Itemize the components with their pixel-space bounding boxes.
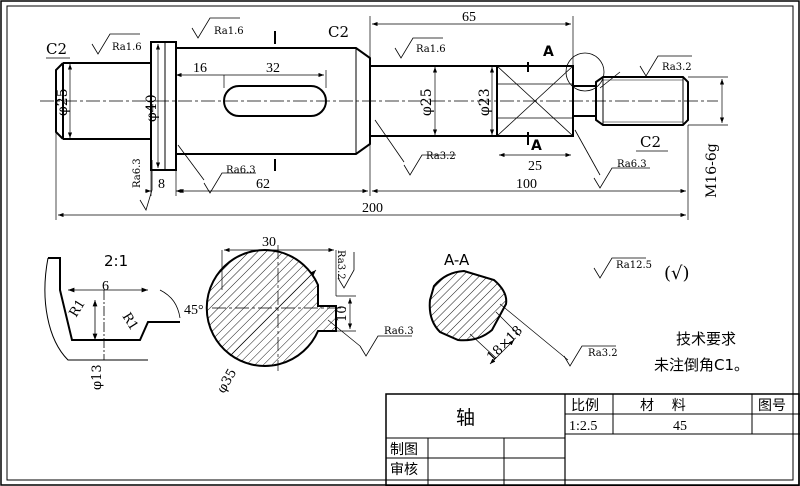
detail-diameter: φ13 (90, 364, 105, 390)
roughness-mid-shaft: Ra1.6 (416, 44, 446, 55)
dim-square-length: 25 (528, 159, 542, 174)
roughness-flange-face: Ra6.3 (226, 165, 256, 176)
dia-flange-label: φ40 (144, 94, 160, 122)
square-section (496, 65, 574, 137)
dia-left-label: φ25 (55, 88, 71, 116)
section-aa-roughness: Ra3.2 (588, 348, 618, 359)
chamfer-right-label: C2 (640, 133, 661, 151)
inner-border (6, 5, 794, 481)
dim-keyway-offset: 16 (193, 61, 207, 76)
dim-keyway-length: 32 (266, 61, 280, 76)
large-section-outline (176, 47, 371, 155)
mid-shaft-outline (370, 65, 497, 137)
keyway-slot (223, 85, 327, 117)
scale-label: 比例 (571, 398, 599, 414)
keyway-section (205, 245, 412, 371)
detail-width: 6 (102, 279, 109, 294)
requirements-text: 未注倒角C1。 (654, 356, 749, 374)
keyway-depth: 10 (335, 305, 350, 322)
detail-angle: 45° (184, 303, 204, 318)
material-value: 45 (673, 419, 687, 434)
flange-outline (150, 41, 177, 171)
scale-value: 1:2.5 (569, 419, 597, 434)
chamfer-left-label: C2 (46, 40, 67, 58)
section-aa-shape (428, 269, 508, 342)
shaft-main-view (40, 31, 718, 171)
check-mark: (√) (664, 263, 690, 284)
section-aa-title: A-A (444, 251, 470, 269)
dim-flange-width: 8 (158, 177, 165, 192)
dia-mid-label: φ25 (419, 88, 435, 116)
main-view-labels: C2 C2 C2 Ra1.6 Ra1.6 Ra1.6 Ra3.2 Ra6.3 R… (46, 10, 720, 216)
roughness-left-end: Ra1.6 (112, 42, 142, 53)
detail-radius-left: R1 (67, 297, 89, 320)
detail-view (44, 257, 181, 361)
dim-right-part: 100 (516, 177, 537, 192)
drawing-no-label: 图号 (758, 398, 786, 414)
roughness-symbols (91, 17, 692, 279)
thread-outline (595, 76, 689, 126)
section-mark-bottom: A (531, 138, 542, 154)
thread-label: M16-6g (704, 143, 720, 198)
material-label: 材 料 (640, 398, 686, 414)
roughness-flange: Ra1.6 (214, 26, 244, 37)
roughness-square: Ra6.3 (617, 159, 647, 170)
detail-view-labels: 2:1 6 R1 R1 45° φ13 (67, 252, 204, 390)
left-journal-outline (55, 62, 151, 140)
dia-square-label: φ23 (477, 88, 493, 116)
keyway-roughness-bottom: Ra6.3 (384, 326, 414, 337)
detail-scale: 2:1 (104, 252, 128, 270)
roughness-thread: Ra3.2 (662, 62, 692, 73)
dim-total: 200 (362, 201, 383, 216)
notes: Ra12.5 (√) 技术要求 未注倒角C1。 (616, 260, 749, 374)
keyway-width: 30 (262, 235, 276, 250)
part-name: 轴 (456, 407, 475, 429)
checked-by-label: 审核 (390, 462, 418, 478)
drawn-by-label: 制图 (390, 442, 418, 458)
general-roughness: Ra12.5 (616, 260, 652, 271)
roughness-shoulder: Ra3.2 (426, 151, 456, 162)
title-block (385, 393, 800, 486)
main-dimensions (55, 16, 728, 220)
dim-large-section: 62 (256, 177, 270, 192)
title-block-text: 轴 比例 1:2.5 材 料 45 图号 制图 审核 (390, 398, 786, 478)
section-aa (428, 269, 616, 367)
requirements-title: 技术要求 (676, 330, 736, 348)
section-mark-top: A (543, 44, 554, 60)
keyway-roughness-side: Ra3.2 (335, 250, 346, 280)
keyway-diameter: φ35 (214, 366, 240, 396)
chamfer-mid-label: C2 (328, 23, 349, 41)
roughness-left-bottom: Ra6.3 (132, 158, 143, 188)
dim-right-section: 65 (462, 10, 476, 25)
detail-radius-right: R1 (119, 310, 141, 333)
